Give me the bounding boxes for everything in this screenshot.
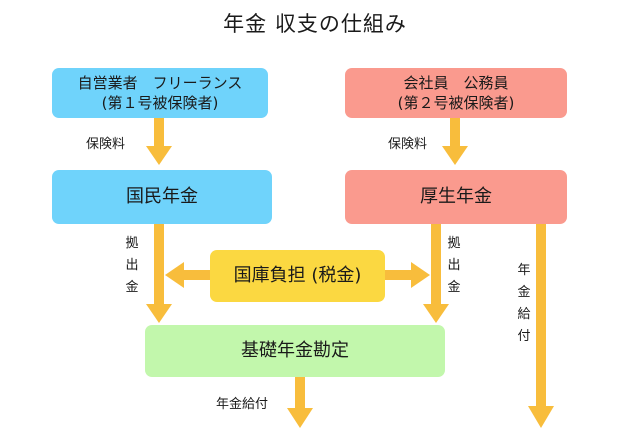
benefit-vertical-char: 給 <box>517 307 531 322</box>
employee-label: 会社員 公務員 <box>403 73 509 92</box>
basic-pension-account-box: 基礎年金勘定 <box>145 325 445 377</box>
contribution-label-left: 拠 出 金 <box>124 233 140 299</box>
national-pension-label: 国民年金 <box>126 185 198 207</box>
arrow-self-employed-to-national <box>146 118 172 165</box>
contribution-left-char: 拠 <box>125 236 139 251</box>
premium-label-right: 保険料 <box>388 137 428 152</box>
welfare-pension-label: 厚生年金 <box>420 185 492 207</box>
national-pension-box: 国民年金 <box>52 170 272 224</box>
benefit-label-bottom: 年金給付 <box>216 397 269 412</box>
diagram-title: 年金 収支の仕組み <box>223 12 407 36</box>
self-employed-category: (第１号被保険者) <box>101 94 219 112</box>
basic-pension-account-label: 基礎年金勘定 <box>241 339 349 361</box>
contribution-left-char: 出 <box>125 258 139 273</box>
self-employed-box: 自営業者 フリーランス (第１号被保険者) <box>52 68 268 118</box>
contribution-left-char: 金 <box>125 280 139 295</box>
arrow-state-to-welfare <box>385 262 430 288</box>
contribution-label-right: 拠 出 金 <box>446 233 462 299</box>
arrow-welfare-benefit <box>528 224 554 428</box>
benefit-vertical-char: 金 <box>517 285 531 300</box>
arrow-state-to-national <box>165 262 210 288</box>
self-employed-label: 自営業者 フリーランス <box>77 73 243 92</box>
arrow-employee-to-welfare <box>442 118 468 165</box>
benefit-vertical-char: 年 <box>517 263 531 278</box>
employee-box: 会社員 公務員 (第２号被保険者) <box>345 68 567 118</box>
arrow-basic-account-benefit <box>287 376 313 428</box>
contribution-right-char: 出 <box>447 258 461 273</box>
welfare-pension-box: 厚生年金 <box>345 170 567 224</box>
arrow-welfare-to-basic-account <box>423 224 449 323</box>
employee-category: (第２号被保険者) <box>397 94 515 112</box>
arrows <box>146 118 554 428</box>
arrow-national-to-basic-account <box>146 224 172 323</box>
premium-label-left: 保険料 <box>86 137 126 152</box>
state-burden-label: 国庫負担 (税金) <box>233 264 362 286</box>
state-burden-box: 国庫負担 (税金) <box>210 250 385 302</box>
contribution-right-char: 拠 <box>447 236 461 251</box>
benefit-vertical-char: 付 <box>517 329 531 344</box>
benefit-label-vertical: 年 金 給 付 <box>516 260 532 348</box>
contribution-right-char: 金 <box>447 280 461 295</box>
